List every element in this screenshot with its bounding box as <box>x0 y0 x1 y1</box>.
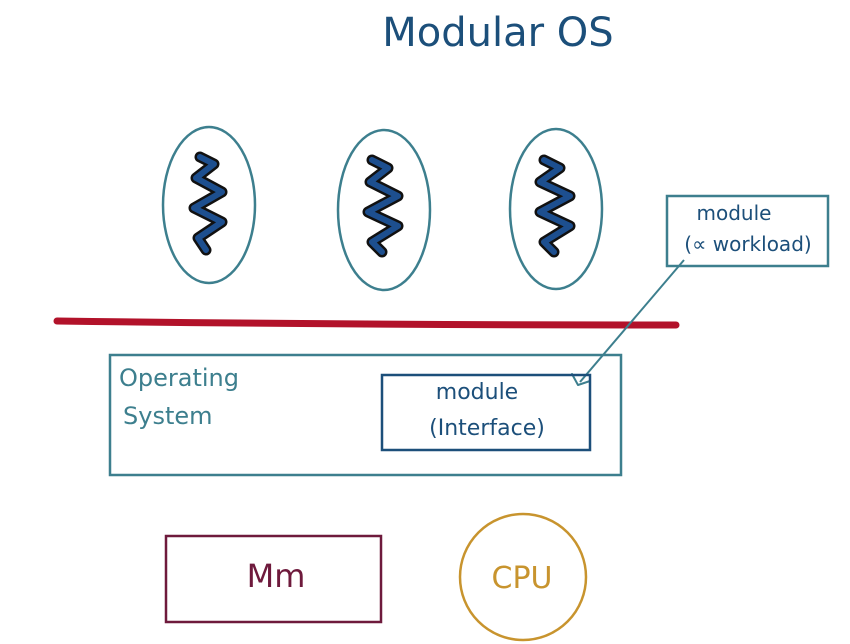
thread-squiggle-icon <box>534 154 576 258</box>
module-interface-line1: module <box>436 380 518 405</box>
cpu-circle: CPU <box>458 512 588 642</box>
process-ellipse <box>336 128 432 292</box>
os-label-line1: Operating <box>119 364 239 392</box>
module-workload-box: module (∝ workload) <box>665 194 830 268</box>
diagram-title: Modular OS <box>382 10 613 56</box>
module-mapping-arrow <box>571 259 685 386</box>
thread-squiggle-icon <box>188 151 228 256</box>
memory-label: Mm <box>247 557 306 595</box>
memory-box: Mm <box>164 534 383 624</box>
cpu-label: CPU <box>492 561 553 596</box>
module-workload-line1: module <box>697 201 772 225</box>
operating-system-box: Operating System <box>108 353 623 477</box>
os-label-line2: System <box>123 402 213 430</box>
process-ellipse <box>161 125 257 285</box>
thread-squiggle-icon <box>362 154 404 258</box>
process-1 <box>161 125 257 285</box>
module-interface-line2: (Interface) <box>429 416 545 441</box>
process-ellipse <box>508 127 604 291</box>
process-2 <box>336 128 432 292</box>
process-3 <box>508 127 604 291</box>
user-kernel-divider <box>53 317 680 329</box>
module-interface-box: module (Interface) <box>380 373 592 452</box>
module-workload-line2: (∝ workload) <box>684 232 811 256</box>
